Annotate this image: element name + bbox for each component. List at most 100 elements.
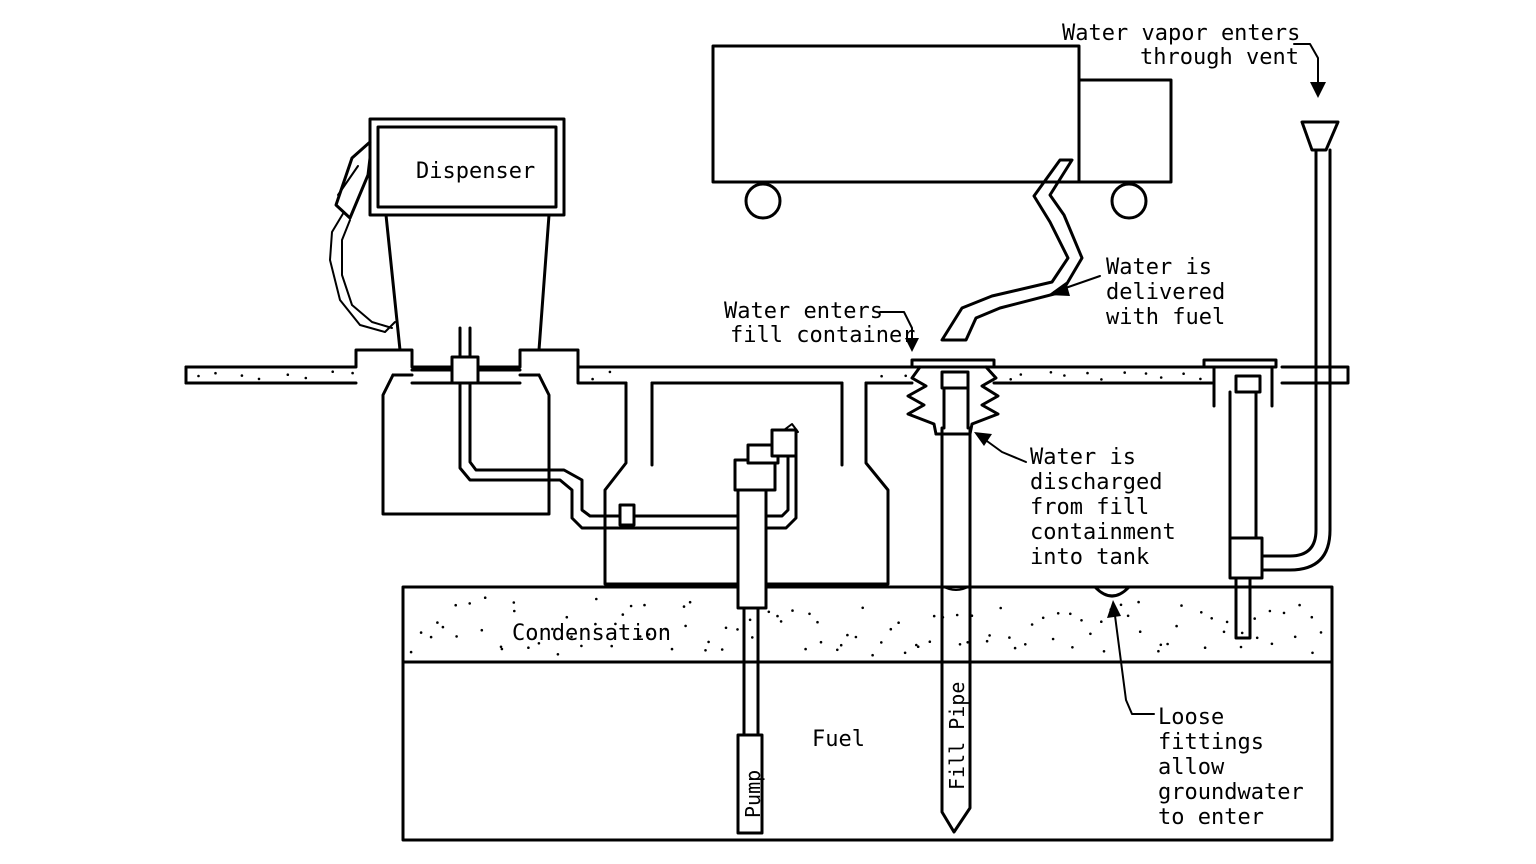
delivery-hose	[940, 158, 1084, 342]
storage-tank	[401, 585, 1334, 842]
texture-dot	[707, 640, 710, 644]
delivered-label-line2: delivered	[1106, 280, 1225, 305]
texture-dot	[1270, 642, 1274, 646]
texture-dot	[1013, 646, 1017, 650]
fill-containment	[906, 358, 1000, 436]
texture-dot	[839, 643, 843, 647]
texture-dot	[638, 635, 642, 638]
dispenser-label: Dispenser	[416, 159, 535, 184]
texture-dot	[816, 620, 819, 624]
texture-dot	[1086, 371, 1089, 375]
texture-dot	[861, 606, 864, 610]
texture-dot	[197, 374, 200, 378]
delivered-label-line1: Water is	[1106, 255, 1212, 280]
texture-dot	[214, 371, 217, 375]
loose-fittings-arrow	[1107, 600, 1155, 715]
loose-fitting	[1094, 586, 1130, 598]
texture-dot	[629, 604, 633, 608]
texture-dot	[1100, 620, 1103, 623]
texture-dot	[556, 653, 560, 656]
texture-dot	[1041, 616, 1045, 620]
texture-dot	[985, 639, 989, 643]
texture-dot	[608, 370, 612, 374]
texture-dot	[1071, 646, 1074, 649]
texture-dot	[808, 612, 811, 616]
texture-dot	[533, 636, 537, 639]
delivered-label-line3: with fuel	[1106, 305, 1225, 330]
texture-dot	[621, 613, 625, 616]
texture-dot	[570, 635, 573, 639]
texture-dot	[610, 644, 613, 648]
texture-dot	[499, 645, 503, 649]
texture-dot	[351, 371, 354, 375]
texture-dot	[751, 636, 754, 639]
fill-pipe-label: Fill Pipe	[945, 682, 969, 790]
texture-dot	[419, 631, 423, 634]
texture-dot	[664, 628, 668, 631]
texture-dot	[932, 614, 936, 618]
fuel-label: Fuel	[812, 727, 865, 752]
texture-dot	[537, 642, 541, 645]
texture-dot	[1100, 378, 1103, 381]
texture-dot	[512, 601, 516, 604]
texture-dot	[836, 648, 839, 652]
texture-dot	[903, 651, 907, 655]
vapor-label-line2: through vent	[1140, 45, 1299, 70]
texture-dot	[1126, 614, 1130, 618]
texture-dot	[480, 628, 484, 632]
texture-dot	[1319, 631, 1323, 634]
texture-dot	[1056, 612, 1060, 615]
texture-dot	[846, 633, 849, 637]
texture-dot	[776, 614, 779, 618]
loose-label-line5: to enter	[1158, 805, 1264, 830]
texture-dot	[1159, 643, 1163, 647]
texture-dot	[500, 647, 504, 651]
texture-dot	[988, 634, 991, 637]
texture-dot	[1298, 603, 1301, 607]
texture-dot	[1222, 630, 1226, 634]
texture-dot	[551, 627, 554, 631]
vapor-arrow	[1293, 43, 1326, 98]
discharged-label-line5: into tank	[1030, 545, 1149, 570]
texture-dot	[1180, 604, 1183, 607]
texture-dot	[1239, 645, 1243, 649]
texture-dot	[724, 626, 728, 630]
texture-dot	[1030, 623, 1034, 626]
texture-dot	[889, 627, 893, 631]
texture-dot	[647, 633, 651, 636]
texture-dot	[916, 645, 920, 648]
texture-dot	[429, 635, 433, 639]
texture-dot	[1102, 650, 1106, 653]
condensation-layer-dots	[409, 596, 1323, 657]
texture-dot	[1051, 637, 1055, 641]
discharged-label-line2: discharged	[1030, 470, 1162, 495]
texture-dot	[966, 641, 969, 644]
discharged-arrow	[974, 432, 1027, 463]
texture-dot	[595, 597, 598, 601]
discharged-label-line1: Water is	[1030, 445, 1136, 470]
texture-dot	[915, 643, 918, 647]
texture-dot	[1311, 651, 1314, 655]
texture-dot	[1024, 643, 1027, 646]
texture-dot	[483, 596, 487, 599]
fill-container-arrow	[879, 311, 919, 352]
texture-dot	[854, 635, 858, 639]
texture-dot	[454, 603, 458, 607]
texture-dot	[1253, 617, 1256, 620]
texture-dot	[904, 374, 907, 378]
texture-dot	[240, 374, 244, 377]
discharged-label-line4: containment	[1030, 520, 1176, 545]
texture-dot	[1159, 376, 1163, 379]
texture-dot	[1019, 373, 1023, 376]
texture-dot	[897, 621, 900, 624]
texture-dot	[1080, 619, 1083, 622]
texture-dot	[804, 647, 807, 651]
texture-dot	[871, 653, 874, 657]
texture-dot	[409, 650, 413, 654]
texture-dot	[1063, 374, 1066, 377]
texture-dot	[779, 620, 783, 623]
discharged-label-line3: from fill	[1030, 495, 1149, 520]
product-piping	[410, 326, 798, 530]
fill-container-label-line2: fill container	[730, 323, 915, 348]
